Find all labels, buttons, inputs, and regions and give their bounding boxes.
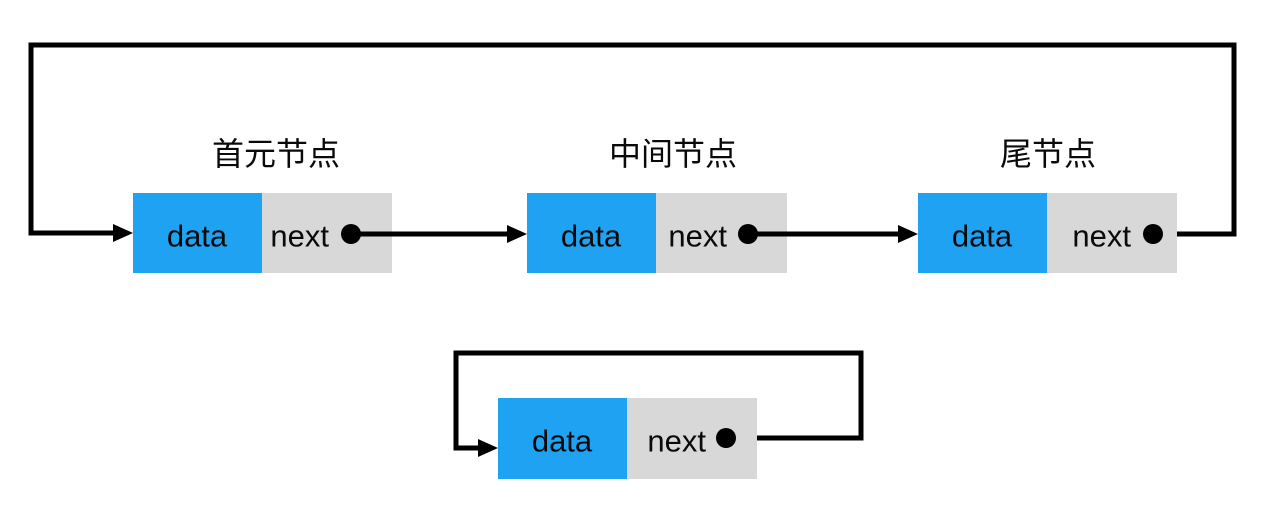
data-label: data [167,219,228,254]
next-pointer-dot [716,428,736,448]
node-title: 尾节点 [1000,136,1096,172]
node-title: 中间节点 [609,136,737,172]
next-pointer-dot [738,224,758,244]
self-loop-arrowhead-icon [478,439,498,457]
next-label: next [270,219,329,254]
loop-arrowhead-icon [113,224,133,242]
node1-to-node2-arrowhead-icon [507,225,527,243]
data-cell [498,398,627,479]
self-loop-line [453,350,864,451]
data-label: data [561,219,622,254]
tail-to-head-loop-line [28,42,1237,237]
next-pointer-dot [341,224,361,244]
next-label: next [1072,219,1131,254]
next-pointer-dot [1143,224,1163,244]
next-label: next [668,219,727,254]
data-cell [527,193,656,273]
data-cell [918,193,1047,273]
next-label: next [647,424,706,459]
data-label: data [952,219,1013,254]
data-cell [133,193,262,273]
node-title: 首元节点 [212,136,340,172]
node2-to-node3-arrowhead-icon [898,225,918,243]
data-label: data [532,424,593,459]
